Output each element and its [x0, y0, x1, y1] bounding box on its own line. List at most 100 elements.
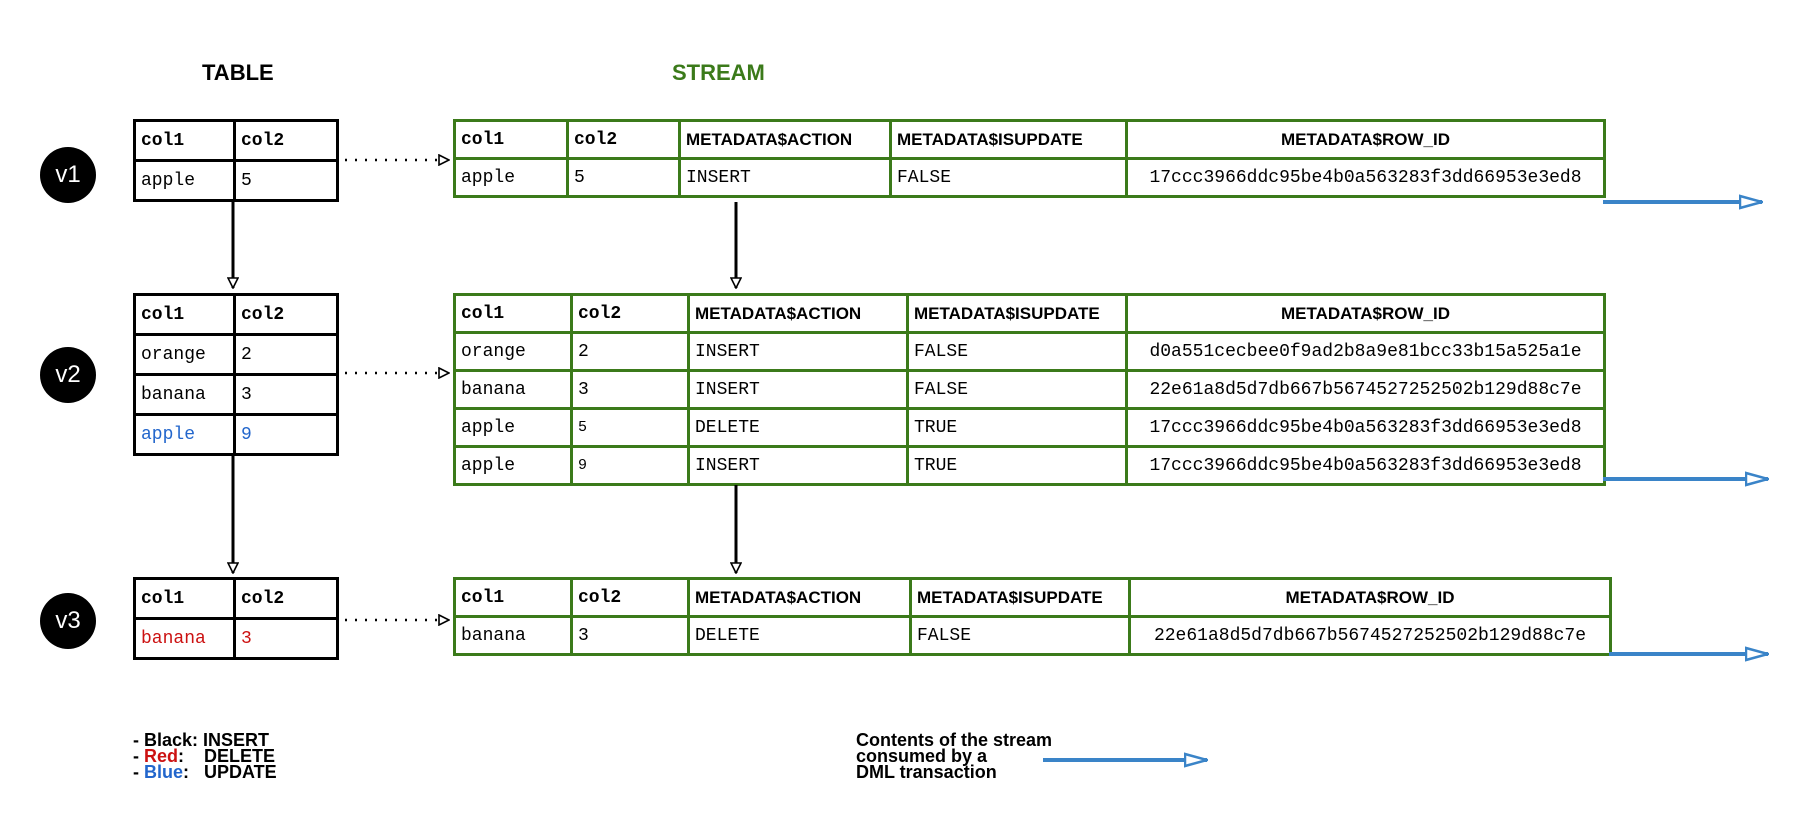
row-id-cell: 22e61a8d5d7db667b5674527252502b129d88c7e [1125, 369, 1606, 410]
stream-header-row: col1 col2 METADATA$ACTION METADATA$ISUPD… [453, 577, 1612, 618]
table-row: apple 9 [133, 413, 339, 456]
header-cell: col2 [566, 119, 681, 160]
legend-line-delete: - Red: DELETE [133, 746, 277, 766]
header-cell: METADATA$ISUPDATE [906, 293, 1128, 334]
version-badge-v1: v1 [40, 147, 96, 203]
header-cell: METADATA$ISUPDATE [909, 577, 1131, 618]
header-cell: col1 [453, 293, 573, 334]
table-cell: banana [133, 373, 236, 416]
table-cell-updated: apple [133, 413, 236, 456]
header-cell: METADATA$ACTION [678, 119, 892, 160]
table-cell: apple [133, 159, 236, 202]
legend-blue-label: Blue [144, 762, 184, 782]
header-cell: METADATA$ACTION [687, 293, 909, 334]
stream-cell: 5 [570, 407, 690, 448]
table-header-row: col1 col2 [133, 119, 339, 162]
table-row: banana 3 [133, 617, 339, 660]
table-cell: 2 [233, 333, 339, 376]
stream-row: orange 2 INSERT FALSE d0a551cecbee0f9ad2… [453, 331, 1606, 372]
stream-cell: 5 [566, 157, 681, 198]
stream-cell: TRUE [906, 407, 1128, 448]
consumed-note-line: Contents of the stream [856, 730, 1053, 750]
table-heading: TABLE [202, 60, 274, 85]
stream-table-v3: col1 col2 METADATA$ACTION METADATA$ISUPD… [453, 577, 1612, 656]
version-badge-v3: v3 [40, 593, 96, 649]
stream-cell: INSERT [678, 157, 892, 198]
header-cell: col1 [133, 577, 236, 620]
stream-cell: orange [453, 331, 573, 372]
table-header-row: col1 col2 [133, 293, 339, 336]
consumed-note-line: DML transaction [856, 762, 997, 782]
stream-row: banana 3 DELETE FALSE 22e61a8d5d7db667b5… [453, 615, 1612, 656]
legend-line-insert: - Black: INSERT [133, 730, 277, 750]
table-cell: 5 [233, 159, 339, 202]
header-cell: col2 [233, 577, 339, 620]
stream-cell: DELETE [687, 615, 912, 656]
table-cell: 3 [233, 373, 339, 416]
stream-row: apple 5 INSERT FALSE 17ccc3966ddc95be4b0… [453, 157, 1606, 198]
stream-cell: INSERT [687, 331, 909, 372]
stream-cell: INSERT [687, 369, 909, 410]
legend-prefix: - [133, 730, 144, 750]
version-badge-v2: v2 [40, 347, 96, 403]
stream-cell: FALSE [889, 157, 1128, 198]
source-table-v1: col1 col2 apple 5 [133, 119, 339, 202]
header-cell: col2 [570, 293, 690, 334]
header-cell: col2 [233, 119, 339, 162]
legend-delete-text: : DELETE [178, 746, 276, 766]
table-cell-deleted: 3 [233, 617, 339, 660]
header-cell: col1 [133, 293, 236, 336]
stream-row: banana 3 INSERT FALSE 22e61a8d5d7db667b5… [453, 369, 1606, 410]
table-row: banana 3 [133, 373, 339, 416]
stream-cell: apple [453, 407, 573, 448]
stream-cell: 9 [570, 445, 690, 486]
stream-cell: 3 [570, 615, 690, 656]
stream-cell: banana [453, 615, 573, 656]
table-header-row: col1 col2 [133, 577, 339, 620]
row-id-cell: 17ccc3966ddc95be4b0a563283f3dd66953e3ed8 [1125, 445, 1606, 486]
stream-cell: 2 [570, 331, 690, 372]
stream-cell: 3 [570, 369, 690, 410]
stream-cell: banana [453, 369, 573, 410]
legend-prefix: - [133, 762, 144, 782]
table-cell-deleted: banana [133, 617, 236, 660]
header-cell: METADATA$ISUPDATE [889, 119, 1128, 160]
stream-cell: INSERT [687, 445, 909, 486]
row-id-cell: d0a551cecbee0f9ad2b8a9e81bcc33b15a525a1e [1125, 331, 1606, 372]
stream-row: apple 5 DELETE TRUE 17ccc3966ddc95be4b0a… [453, 407, 1606, 448]
stream-cell: apple [453, 445, 573, 486]
header-cell: METADATA$ACTION [687, 577, 912, 618]
consumed-note: Contents of the stream consumed by a DML… [856, 730, 1053, 782]
table-row: orange 2 [133, 333, 339, 376]
color-legend: - Black: INSERT - Red: DELETE - Blue: UP… [133, 730, 277, 782]
legend-line-update: - Blue: UPDATE [133, 762, 277, 782]
table-cell: orange [133, 333, 236, 376]
stream-header-row: col1 col2 METADATA$ACTION METADATA$ISUPD… [453, 293, 1606, 334]
legend-red-label: Red [144, 746, 179, 766]
row-id-cell: 17ccc3966ddc95be4b0a563283f3dd66953e3ed8 [1125, 407, 1606, 448]
table-cell-updated: 9 [233, 413, 339, 456]
legend-update-text: : UPDATE [183, 762, 277, 782]
stream-header-row: col1 col2 METADATA$ACTION METADATA$ISUPD… [453, 119, 1606, 160]
stream-table-v2: col1 col2 METADATA$ACTION METADATA$ISUPD… [453, 293, 1606, 486]
legend-insert-text: : INSERT [192, 730, 270, 750]
row-id-cell: 17ccc3966ddc95be4b0a563283f3dd66953e3ed8 [1125, 157, 1606, 198]
table-row: apple 5 [133, 159, 339, 202]
source-table-v3: col1 col2 banana 3 [133, 577, 339, 660]
header-cell: METADATA$ROW_ID [1128, 577, 1612, 618]
stream-cell: DELETE [687, 407, 909, 448]
legend-black-label: Black [144, 730, 193, 750]
stream-cell: apple [453, 157, 569, 198]
header-cell: col2 [570, 577, 690, 618]
stream-cell: TRUE [906, 445, 1128, 486]
legend-prefix: - [133, 746, 144, 766]
row-id-cell: 22e61a8d5d7db667b5674527252502b129d88c7e [1128, 615, 1612, 656]
header-cell: col1 [453, 119, 569, 160]
stream-cell: FALSE [906, 331, 1128, 372]
consumed-note-line: consumed by a [856, 746, 988, 766]
stream-cell: FALSE [906, 369, 1128, 410]
header-cell: col1 [133, 119, 236, 162]
stream-heading: STREAM [672, 60, 765, 85]
